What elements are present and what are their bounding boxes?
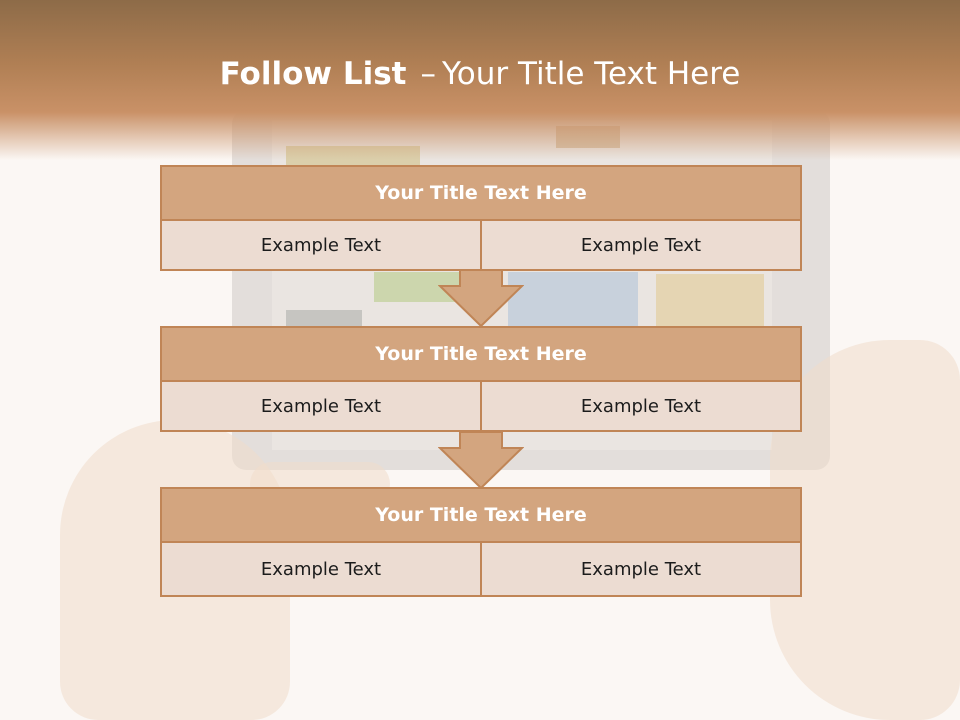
step-block-3: Your Title Text Here Example Text Exampl… (160, 487, 802, 597)
step-row: Example Text Example Text (160, 543, 802, 597)
title-rest: Your Title Text Here (441, 56, 741, 92)
step-row: Example Text Example Text (160, 382, 802, 432)
step-title: Your Title Text Here (160, 326, 802, 382)
step-row: Example Text Example Text (160, 221, 802, 271)
step-cell-right: Example Text (482, 221, 802, 271)
step-cell-right: Example Text (482, 543, 802, 597)
title-separator: – (420, 56, 436, 92)
page-title: Follow List–Your Title Text Here (0, 56, 960, 92)
step-cell-left: Example Text (160, 382, 482, 432)
step-cell-left: Example Text (160, 221, 482, 271)
title-bar (0, 0, 960, 160)
step-title: Your Title Text Here (160, 165, 802, 221)
down-arrow-icon (438, 270, 524, 326)
photo-tile (286, 310, 362, 330)
photo-tile (656, 274, 764, 326)
step-cell-right: Example Text (482, 382, 802, 432)
step-block-1: Your Title Text Here Example Text Exampl… (160, 165, 802, 271)
title-bold: Follow List (219, 56, 407, 92)
step-block-2: Your Title Text Here Example Text Exampl… (160, 326, 802, 432)
down-arrow-icon (438, 432, 524, 488)
step-title: Your Title Text Here (160, 487, 802, 543)
step-cell-left: Example Text (160, 543, 482, 597)
photo-tile (508, 272, 638, 328)
